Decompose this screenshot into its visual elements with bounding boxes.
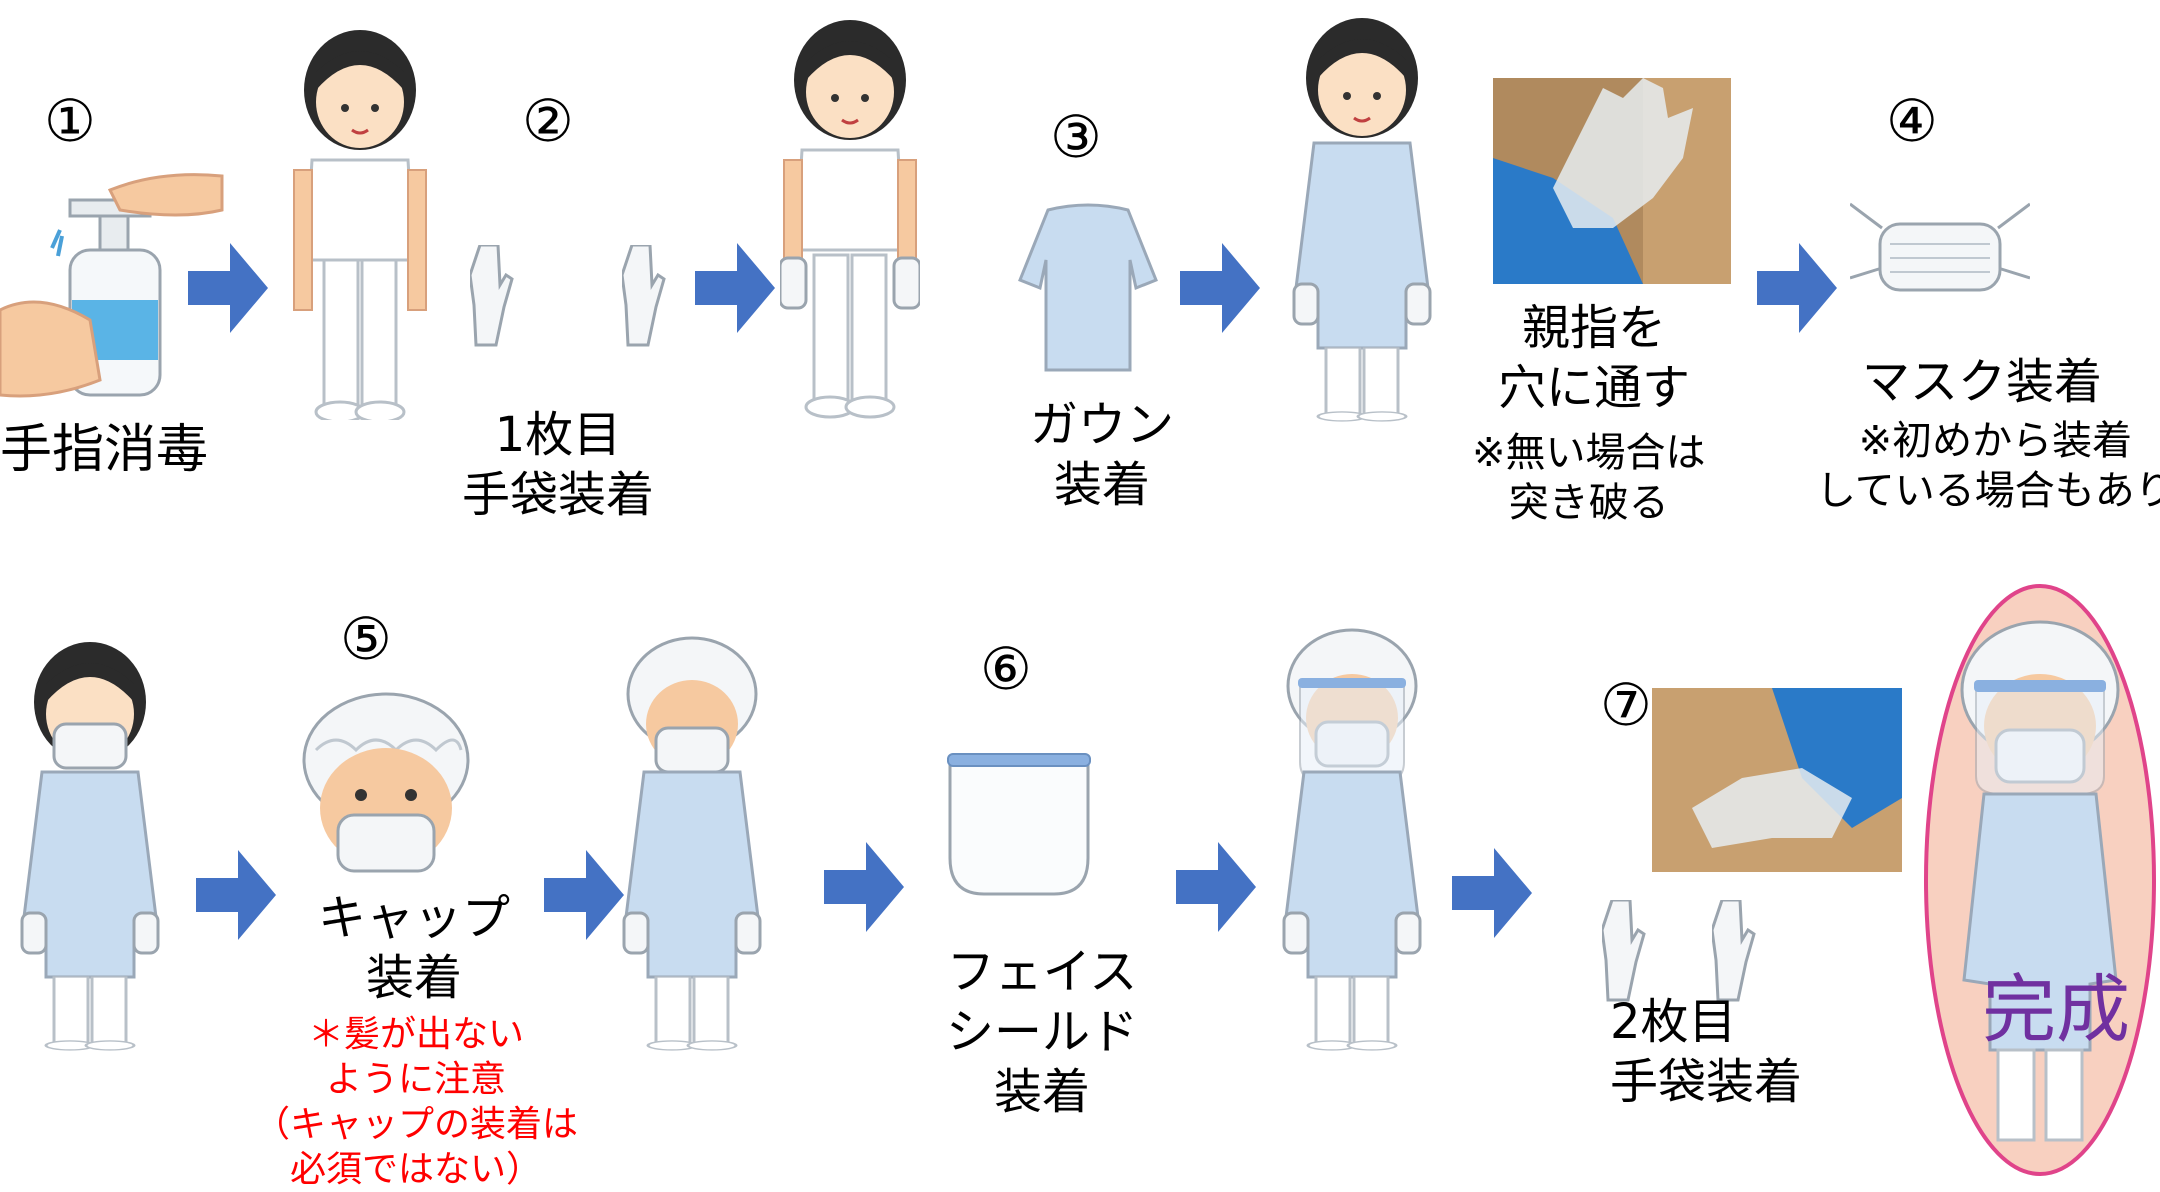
thumb-photo <box>1493 78 1731 284</box>
step-7-label-line: 2枚目 <box>1610 994 1737 1050</box>
arrow-right-icon <box>196 850 276 940</box>
arrow-right-icon <box>188 243 268 333</box>
gown-icon <box>1018 200 1158 375</box>
nurse-icon <box>20 632 160 1057</box>
step-5-note-line: （キャップの装着は <box>254 1104 579 1145</box>
step-7-number: ⑦ <box>1600 671 1652 739</box>
step-4-note-line: ※初めから装着 <box>1858 418 2133 464</box>
step-2-label: 1枚目 手袋装着 <box>462 405 654 525</box>
nurse-icon <box>622 632 762 1057</box>
step-5-note-line: ように注意 <box>326 1059 507 1100</box>
step-6-number: ⑥ <box>980 635 1032 703</box>
complete-label: 完成 <box>1982 967 2130 1053</box>
step-6-label: フェイス シールド 装着 <box>946 942 1138 1122</box>
glove-icon <box>470 245 520 350</box>
step-5-label: キャップ 装着 <box>318 888 510 1008</box>
step-1-label: 手指消毒 <box>0 418 208 483</box>
arrow-right-icon <box>695 243 775 333</box>
nurse-icon <box>1282 622 1422 1057</box>
arrow-right-icon <box>824 842 904 932</box>
step-7-label-line: 手袋装着 <box>1610 1054 1803 1110</box>
cap-icon <box>296 690 476 875</box>
complete-ellipse <box>1920 580 2160 1180</box>
step-1-label-line: 手指消毒 <box>0 420 209 480</box>
nurse-icon <box>780 10 920 420</box>
sanitizer-icon <box>0 170 230 400</box>
nurse-icon <box>290 20 430 420</box>
step-5-label-line: 装着 <box>366 950 463 1006</box>
step-5-note-line: 必須ではない） <box>290 1149 543 1190</box>
step-thumb-note-line: 突き破る <box>1508 480 1669 526</box>
arrow-right-icon <box>1757 243 1837 333</box>
step-thumb-note-line: ※無い場合は <box>1472 430 1706 476</box>
step-5-note: ＊髪が出ない ように注意 （キャップの装着は 必須ではない） <box>254 1012 578 1192</box>
step-thumb-label: 親指を 穴に通す <box>1498 298 1690 418</box>
glove-icon <box>622 245 672 350</box>
step-3-number: ③ <box>1050 103 1102 171</box>
step-3-label-line: ガウン <box>1030 397 1175 453</box>
step-2-number: ② <box>522 87 574 155</box>
step-thumb-label-line: 親指を <box>1522 300 1667 356</box>
glove-icon <box>1712 900 1762 1005</box>
step-4-note: ※初めから装着 している場合もあり <box>1816 416 2160 516</box>
glove-icon <box>1602 900 1652 1005</box>
step-3-label: ガウン 装着 <box>1030 395 1174 515</box>
step-5-number: ⑤ <box>340 605 392 673</box>
arrow-right-icon <box>1452 848 1532 938</box>
step-2-label-line: 手袋装着 <box>462 467 655 523</box>
step-6-label-line: シールド <box>946 1004 1139 1060</box>
step-4-label-line: マスク装着 <box>1862 354 2103 410</box>
step-thumb-label-line: 穴に通す <box>1498 360 1691 416</box>
face-shield-icon <box>944 748 1094 898</box>
arrow-right-icon <box>544 850 624 940</box>
step-7-label: 2枚目 手袋装着 <box>1610 992 1802 1112</box>
step-2-label-line: 1枚目 <box>494 407 622 463</box>
step-3-label-line: 装着 <box>1054 457 1151 513</box>
step-thumb-note: ※無い場合は 突き破る <box>1472 428 1706 528</box>
step-6-label-line: フェイス <box>946 944 1138 1000</box>
gloves-photo <box>1652 688 1902 872</box>
step-5-note-line: ＊髪が出ない <box>308 1014 525 1055</box>
arrow-right-icon <box>1176 842 1256 932</box>
mask-icon <box>1850 198 2030 298</box>
arrow-right-icon <box>1180 243 1260 333</box>
step-1-number: ① <box>44 87 96 155</box>
step-4-number: ④ <box>1886 87 1938 155</box>
step-6-label-line: 装着 <box>994 1064 1091 1120</box>
step-4-label: マスク装着 <box>1862 352 2102 412</box>
step-5-label-line: キャップ <box>318 890 511 946</box>
step-4-note-line: している場合もあり <box>1816 468 2160 514</box>
nurse-icon <box>1292 8 1432 428</box>
